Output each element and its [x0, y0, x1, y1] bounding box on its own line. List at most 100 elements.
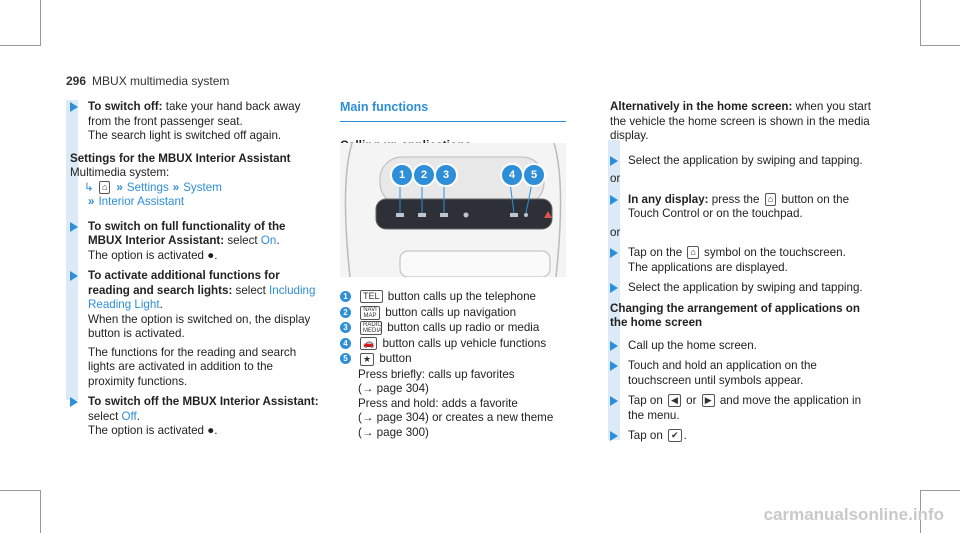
- favorites-line: Press briefly: calls up favorites: [358, 367, 515, 381]
- instruction-text: Select the application by swiping and ta…: [628, 153, 863, 167]
- instruction-text: .: [683, 429, 687, 442]
- instruction-result: The search light is switched off again.: [88, 129, 282, 142]
- instruction-label: To switch off the MBUX Interior Assistan…: [88, 395, 319, 408]
- legend-item: 5 ★ button: [340, 352, 570, 367]
- legend-text: button calls up the telephone: [387, 290, 537, 303]
- instruction-text: symbol on the touchscreen.: [700, 246, 846, 259]
- instruction-text: or: [682, 394, 700, 407]
- page-reference: (→ page 304): [358, 382, 429, 396]
- arrow-icon: [70, 221, 78, 232]
- instruction-result: The applications are displayed.: [628, 260, 788, 274]
- instruction-text: Touch and hold an application on the tou…: [628, 359, 817, 387]
- legend-number: 1: [340, 291, 351, 302]
- instruction-label: To switch on full functionality of the M…: [88, 219, 286, 248]
- instruction-text: Tap on: [628, 394, 667, 407]
- favorites-line: Press and hold: adds a favorite: [358, 396, 518, 410]
- instruction-item: Select the application by swiping and ta…: [610, 281, 872, 296]
- path-system: System: [183, 180, 222, 194]
- instruction-text: .: [276, 234, 280, 247]
- crop-mark: [0, 490, 40, 491]
- figure-badge-3: 3: [434, 163, 458, 187]
- instruction-text: select: [88, 409, 122, 423]
- home-icon: ⌂: [687, 246, 699, 260]
- instruction-text: Tap on: [628, 429, 667, 442]
- crop-mark: [40, 490, 41, 533]
- legend-item: 2 NAVI MAP button calls up navigation: [340, 305, 570, 321]
- section-title: Main functions: [340, 100, 566, 122]
- option-off: Off: [121, 409, 137, 423]
- arrow-icon: [610, 396, 618, 406]
- instruction-item: Tap on the ⌂ symbol on the touchscreen.T…: [610, 246, 872, 275]
- path-interior-assistant: Interior Assistant: [98, 195, 185, 208]
- double-chevron-icon: »: [116, 180, 123, 194]
- watermark: carmanualsonline.info: [763, 505, 944, 524]
- instruction-item: Select the application by swiping and ta…: [610, 154, 872, 169]
- favorites-note: Press briefly: calls up favorites (→ pag…: [340, 368, 570, 441]
- instruction-item: To activate additional functions for rea…: [70, 269, 322, 389]
- figure-badge-4: 4: [500, 163, 524, 187]
- legend-text: button calls up vehicle functions: [382, 336, 547, 350]
- option-on: On: [260, 234, 277, 247]
- figure-badge-2: 2: [412, 163, 436, 187]
- left-column: To switch off: take your hand back away …: [70, 100, 322, 443]
- instruction-text: select: [232, 283, 270, 297]
- checkmark-icon: ✔: [668, 429, 682, 443]
- legend-text: button calls up navigation: [385, 305, 517, 319]
- legend: 1 TEL button calls up the telephone 2 NAVI…: [340, 290, 570, 440]
- legend-number: 3: [340, 322, 351, 334]
- legend-number: 5: [340, 353, 351, 365]
- figure-badge-1: 1: [390, 163, 414, 187]
- double-chevron-icon: »: [172, 180, 180, 194]
- alt-text: when you start the vehicle the home scre…: [610, 100, 871, 142]
- car-key-icon: 🚗: [360, 337, 378, 351]
- crop-mark: [920, 45, 960, 46]
- legend-number: 4: [340, 337, 351, 349]
- instruction-text: Tap on the: [628, 246, 686, 259]
- legend-item: 1 TEL button calls up the telephone: [340, 290, 570, 305]
- crop-mark: [920, 490, 960, 491]
- arrow-icon: [70, 102, 78, 112]
- radio-key-icon: RADIO MEDIA: [360, 321, 382, 336]
- path-settings: Settings: [126, 180, 169, 194]
- star-key-icon: ★: [360, 352, 375, 366]
- instruction-item: To switch off the MBUX Interior Assistan…: [70, 395, 322, 439]
- arrow-icon: [610, 361, 618, 371]
- instruction-label: To activate additional functions for rea…: [88, 269, 280, 297]
- tel-key-icon: TEL: [360, 290, 383, 304]
- crop-mark: [920, 0, 921, 46]
- page-header: 296 MBUX multimedia system: [66, 74, 229, 89]
- instruction-item: In any display: press the ⌂ button on th…: [610, 193, 872, 222]
- instruction-text: .: [159, 298, 163, 311]
- instruction-text: .: [136, 409, 141, 423]
- double-chevron-icon: »: [88, 195, 95, 208]
- home-icon: ⌂: [764, 192, 777, 206]
- arrow-icon: [610, 155, 618, 166]
- page-number: 296: [66, 74, 87, 88]
- crop-mark: [40, 0, 41, 46]
- crop-mark: [0, 45, 40, 46]
- page-reference: (→ page 300): [358, 425, 429, 439]
- instruction-result: The option is activated ●.: [88, 424, 218, 437]
- change-arrangement-heading: Changing the arrangement of applications…: [610, 301, 860, 330]
- legend-number: 2: [340, 306, 351, 318]
- arrow-icon: [610, 283, 618, 293]
- instruction-result: When the option is switched on, the disp…: [88, 312, 311, 341]
- or-separator: or: [610, 172, 621, 185]
- path-arrow-icon: ↳: [84, 180, 94, 194]
- legend-text: button: [379, 352, 412, 366]
- or-separator: or: [610, 225, 621, 239]
- navi-key-icon: NAVI MAP: [360, 305, 380, 320]
- alt-heading: Alternatively in the home screen:: [610, 100, 793, 113]
- figure-badge-5: 5: [522, 163, 546, 187]
- instruction-item: To switch off: take your hand back away …: [70, 100, 322, 144]
- page-header-title: MBUX multimedia system: [92, 74, 230, 88]
- instruction-text: press the: [708, 192, 763, 206]
- left-margin-bar: [66, 100, 78, 400]
- legend-text: button calls up radio or media: [387, 321, 540, 335]
- menu-path: ↳ ⌂»Settings»System »Interior Assistant: [70, 181, 322, 210]
- instruction-item: Touch and hold an application on the tou…: [610, 359, 872, 388]
- arrow-right-icon: ▶: [701, 394, 715, 408]
- instruction-result: The option is activated ●.: [88, 248, 218, 262]
- instruction-item: Tap on ◀ or ▶ and move the application i…: [610, 394, 872, 423]
- arrow-icon: [610, 248, 618, 258]
